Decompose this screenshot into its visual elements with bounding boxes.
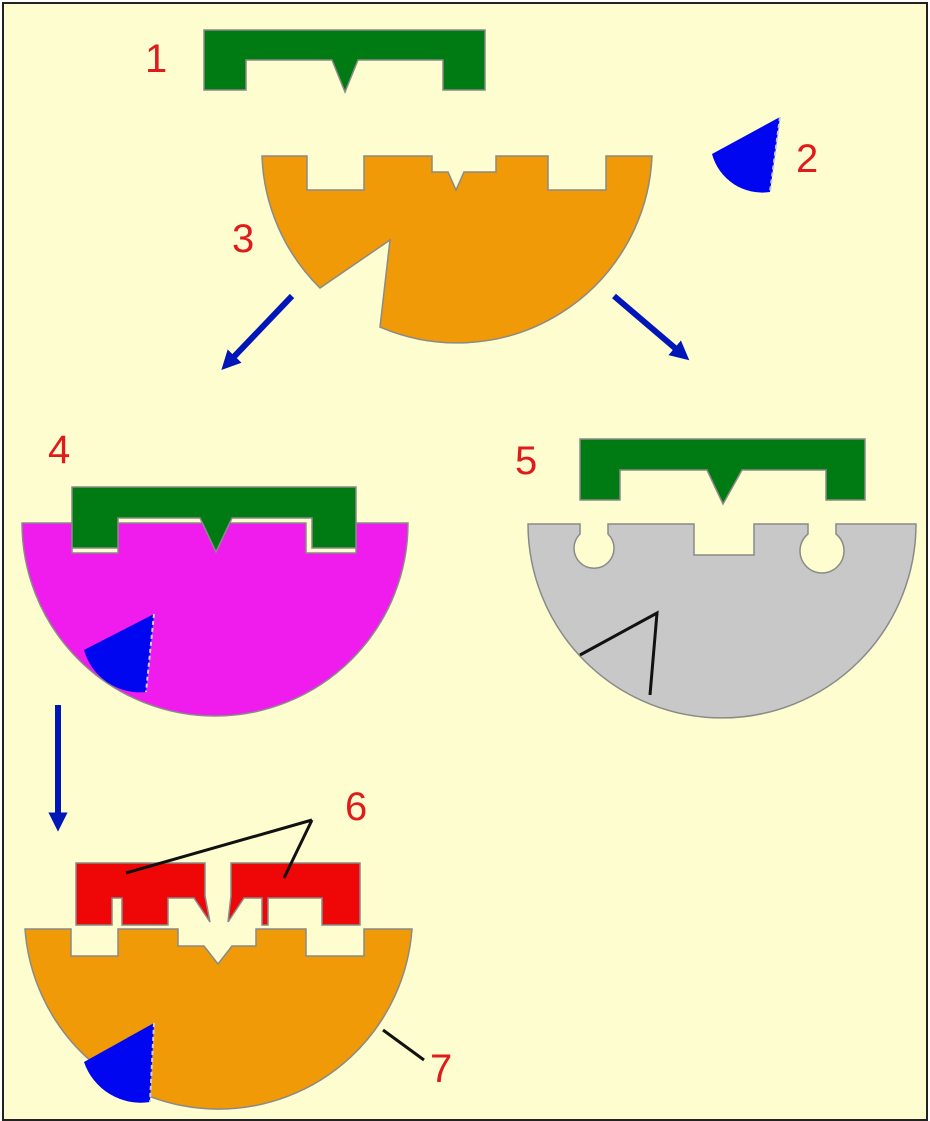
blue-wedge-icon (712, 117, 780, 193)
orange-bowl-icon (25, 929, 412, 1109)
gray-bowl-icon (528, 524, 916, 718)
orange-bowl-icon (262, 156, 652, 343)
label-four: 4 (48, 428, 70, 472)
label-six: 6 (345, 785, 367, 829)
green-key-icon (72, 487, 356, 552)
magenta-bowl-icon (22, 523, 408, 716)
arrow-right-down (614, 296, 682, 354)
label-three: 3 (232, 217, 254, 261)
green-key-icon (204, 30, 485, 92)
label-one: 1 (145, 37, 167, 81)
leader-seven (383, 1030, 424, 1060)
label-seven: 7 (430, 1047, 452, 1091)
arrow-left-down (228, 296, 292, 363)
green-key-icon (580, 439, 865, 504)
label-two: 2 (796, 137, 818, 181)
label-five: 5 (515, 439, 537, 483)
red-fragment-icon (76, 863, 360, 925)
